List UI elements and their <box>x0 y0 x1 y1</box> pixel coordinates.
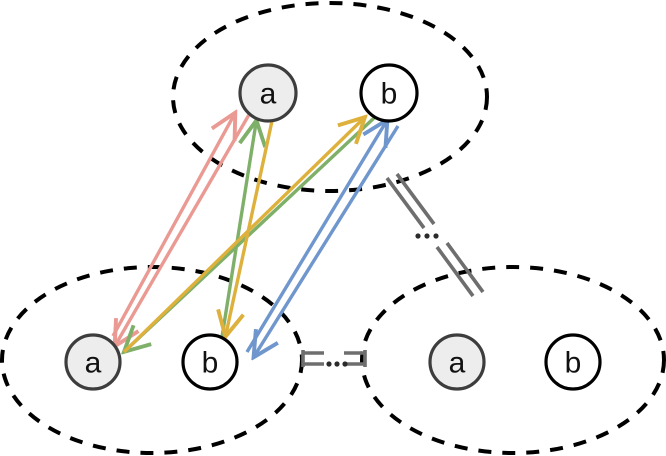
nodes-layer: a b a b a b <box>64 63 602 391</box>
node-label: a <box>449 347 466 380</box>
relation-ellipsis-dot <box>424 233 430 239</box>
edge-blue-arrow-up <box>245 122 386 353</box>
node-label: b <box>202 347 219 380</box>
edge-red-arrow-down <box>116 112 252 344</box>
horizontal-relation <box>301 350 367 367</box>
relation-ellipsis-dot <box>433 233 439 239</box>
node-bottom-left-a[interactable]: a <box>64 333 122 391</box>
node-circle[interactable] <box>544 333 602 391</box>
relation-segment <box>445 241 485 294</box>
edge-red-arrow-up <box>111 115 234 337</box>
mapping-arrows-layer <box>111 112 400 355</box>
node-circle[interactable] <box>181 333 239 391</box>
relation-ellipsis-dot <box>326 361 332 367</box>
relation-ellipsis-dot <box>415 233 421 239</box>
node-bottom-right-b[interactable]: b <box>544 333 602 391</box>
edge-green-arrow-up <box>220 123 256 338</box>
relation-ellipsis-dot <box>342 361 348 367</box>
diagonal-relation <box>385 172 485 298</box>
node-label: a <box>260 78 277 111</box>
node-circle[interactable] <box>238 63 298 123</box>
node-bottom-left-b[interactable]: b <box>181 333 239 391</box>
node-top-b[interactable]: b <box>359 63 419 123</box>
relation-ellipsis-dot <box>334 361 340 367</box>
node-bottom-right-a[interactable]: a <box>428 333 486 391</box>
group-ellipse-top <box>171 1 489 193</box>
relation-segment <box>385 176 426 230</box>
node-circle[interactable] <box>359 63 419 123</box>
node-circle[interactable] <box>64 333 122 391</box>
node-label: a <box>85 347 102 380</box>
edge-yellow-arrow-up <box>122 119 363 354</box>
node-circle[interactable] <box>428 333 486 391</box>
node-top-a[interactable]: a <box>238 63 298 123</box>
edge-blue-arrow-down <box>255 125 400 355</box>
edge-yellow-arrow-down <box>226 120 274 334</box>
relation-segment <box>435 245 475 298</box>
relation-segment <box>395 172 436 226</box>
node-label: b <box>565 347 582 380</box>
relations-layer <box>301 172 485 367</box>
group-ellipse-bottom-right <box>360 265 666 455</box>
group-ellipse-bottom-left <box>0 265 304 455</box>
node-label: b <box>381 78 398 111</box>
